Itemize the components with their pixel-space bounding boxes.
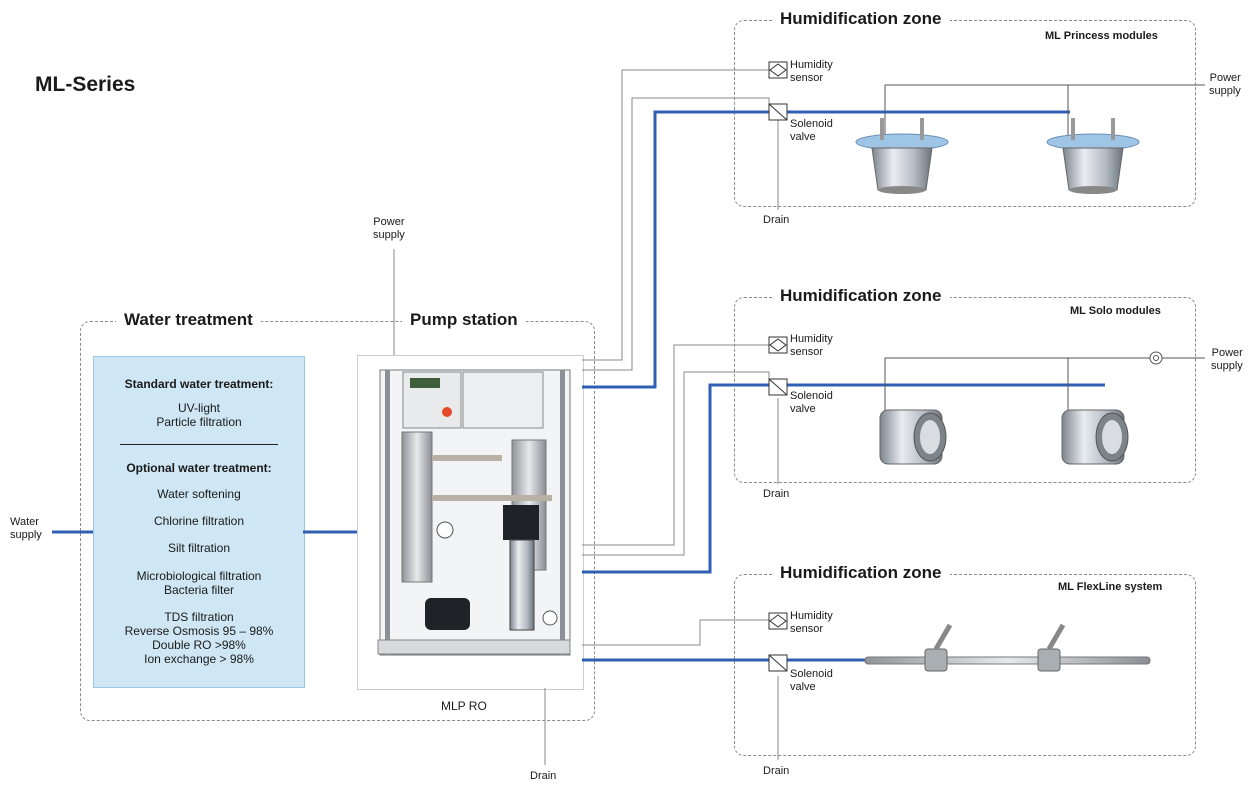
standard-item: Particle filtration [156,415,242,429]
optional-item: Water softening [157,487,241,501]
treatment-pump-frame [80,321,595,721]
pump-station-title: Pump station [402,310,526,330]
panel-divider [120,444,278,445]
humidity-sensor-icon [768,61,788,79]
zone-3-module-label: ML FlexLine system [1058,581,1163,593]
zone-2-drain-label: Drain [763,488,790,500]
optional-item: Bacteria filter [163,583,235,597]
page-title: ML-Series [35,73,136,96]
solo-module-icon [879,409,947,465]
zone-2-power-lines [884,351,1205,410]
optional-item: Chlorine filtration [153,514,245,528]
pump-drain-label: Drain [530,770,557,782]
humidity-sensor-icon [768,612,788,630]
water-distribution-pipes [582,110,1105,662]
optional-item: Reverse Osmosis 95 – 98% [124,624,274,638]
optional-treatment-heading: Optional water treatment: [126,461,272,475]
pump-unit-label: MLP RO [441,699,487,713]
solenoid-valve-icon [768,654,788,672]
zone-2-module-label: ML Solo modules [1070,305,1161,317]
signal-lines [582,69,779,760]
pump-power-label: Power supply [373,216,405,241]
optional-item: Silt filtration [167,541,231,555]
solo-module-icon [1061,409,1129,465]
humidity-sensor-icon [768,336,788,354]
flexline-system-icon [864,623,1151,672]
princess-module-icon [855,118,949,194]
optional-item: TDS filtration [164,610,234,624]
optional-item: Microbiological filtration [136,569,262,583]
water-supply-label: Water supply [10,516,42,541]
pump-power-drain-lines [393,249,546,765]
zone-1-module-label: ML Princess modules [1045,30,1158,42]
optional-item: Double RO >98% [152,638,246,652]
standard-treatment-heading: Standard water treatment: [124,377,274,391]
zone-3-title: Humidification zone [772,563,950,583]
solenoid-valve-icon [768,378,788,396]
zone-3-drain-label: Drain [763,765,790,777]
humidification-zone-3 [734,574,1196,756]
optional-item: Ion exchange > 98% [144,652,254,666]
zone-2-title: Humidification zone [772,286,950,306]
zone-1-title: Humidification zone [772,9,950,29]
standard-item: UV-light [177,401,221,415]
zone-1-drain-label: Drain [763,214,790,226]
zone-1-power-lines [884,84,1205,135]
solenoid-valve-icon [768,103,788,121]
princess-module-icon [1046,118,1140,194]
water-treatment-panel: Standard water treatment: UV-light Parti… [93,356,305,688]
pump-station-unit-icon [377,369,571,656]
water-treatment-title: Water treatment [116,310,261,330]
humidification-zone-2 [734,297,1196,483]
